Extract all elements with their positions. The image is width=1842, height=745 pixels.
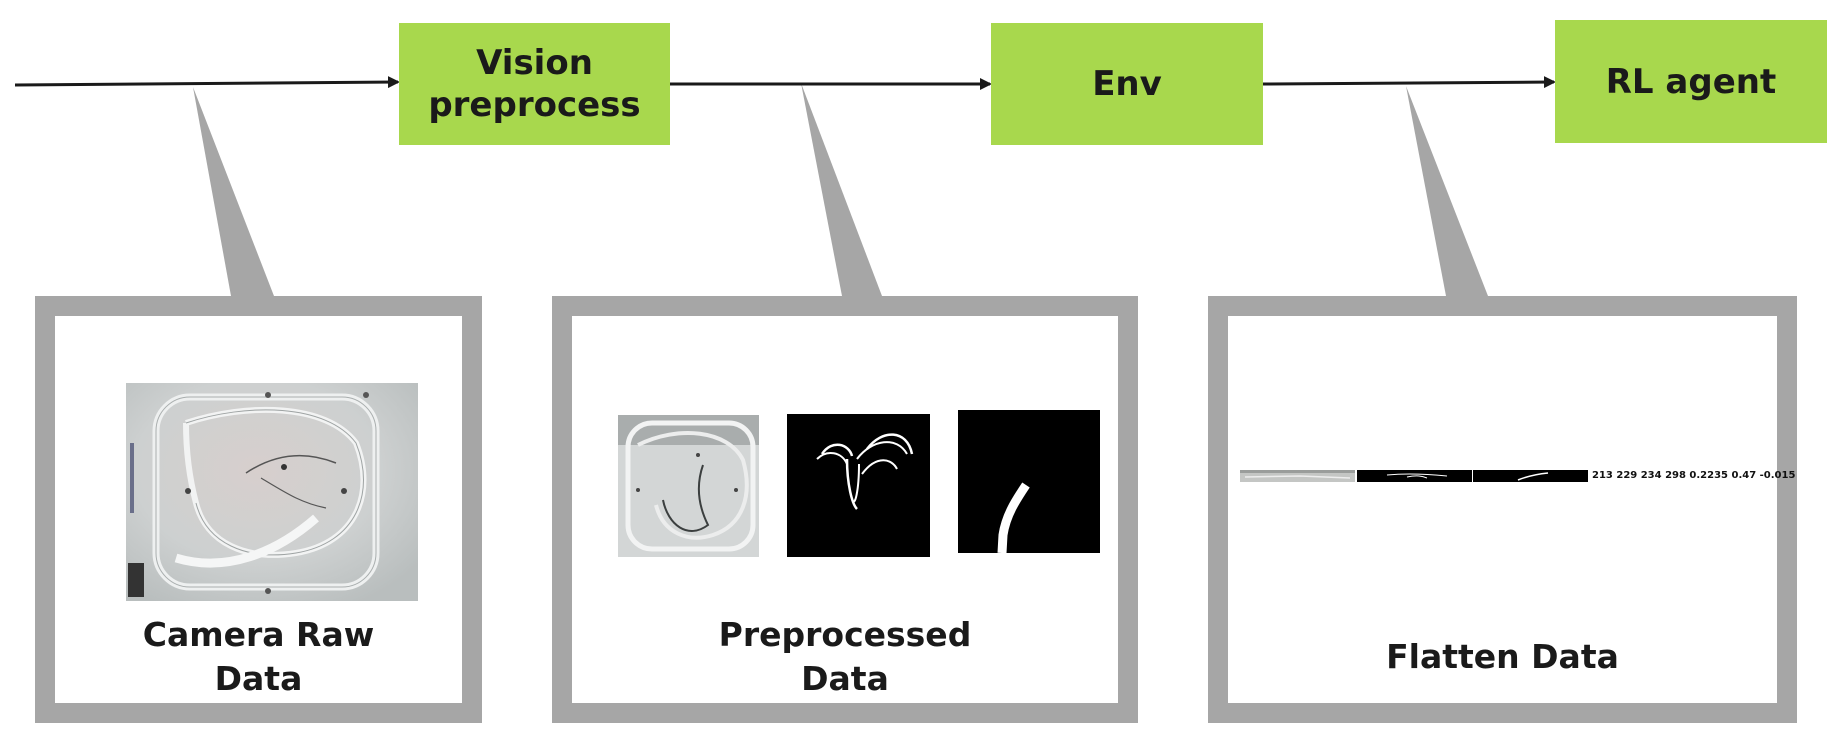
flatten-mask-strip xyxy=(1357,470,1472,482)
callout-wedge-preprocessed xyxy=(801,83,882,296)
preprocessed-crop-image xyxy=(958,410,1100,553)
camera-raw-panel-inner: Camera Raw Data xyxy=(55,316,462,703)
callout-wedge-camera xyxy=(193,87,274,296)
camera-raw-panel: Camera Raw Data xyxy=(35,296,482,723)
preprocessed-gray-image xyxy=(618,415,759,557)
flatten-gray-strip xyxy=(1240,470,1355,482)
camera-raw-image xyxy=(126,383,418,601)
flatten-caption: Flatten Data xyxy=(1386,637,1619,676)
vision-preprocess-box: Vision preprocess xyxy=(399,23,670,145)
env-label: Env xyxy=(1092,64,1162,104)
preprocessed-panel: Preprocessed Data xyxy=(552,296,1138,723)
rl-agent-box: RL agent xyxy=(1555,20,1827,143)
arrow-input-to-vision xyxy=(14,76,400,89)
flatten-values-text: 213 229 234 298 0.2235 0.47 -0.015 xyxy=(1592,470,1796,481)
rl-agent-label: RL agent xyxy=(1605,61,1777,102)
flatten-crop-strip xyxy=(1473,470,1588,482)
flatten-panel-inner: 213 229 234 298 0.2235 0.47 -0.015 Flatt… xyxy=(1228,316,1795,703)
camera-raw-caption: Camera Raw Data xyxy=(142,615,375,698)
flatten-panel: 213 229 234 298 0.2235 0.47 -0.015 Flatt… xyxy=(1208,296,1797,723)
preprocessed-mask-image xyxy=(787,414,930,557)
arrow-env-to-agent xyxy=(1262,76,1556,89)
preprocessed-panel-inner: Preprocessed Data xyxy=(572,316,1118,703)
vision-preprocess-label: Vision preprocess xyxy=(428,43,641,125)
env-box: Env xyxy=(991,23,1263,145)
callout-wedge-flatten xyxy=(1406,86,1488,296)
preprocessed-caption: Preprocessed Data xyxy=(718,615,972,698)
